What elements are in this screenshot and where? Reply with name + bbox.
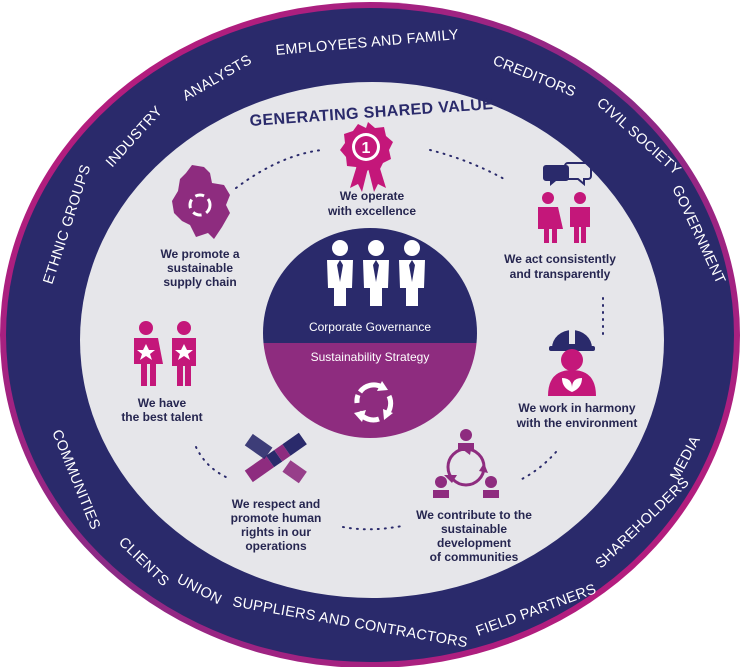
svg-text:We work in harmony: We work in harmony xyxy=(518,401,635,415)
strategy-label: Sustainability Strategy xyxy=(311,350,430,364)
recycle-arrows-icon xyxy=(354,381,394,423)
svg-text:We operate: We operate xyxy=(340,189,405,203)
talent-people-icon xyxy=(134,321,196,386)
pillar-consistent: We act consistently and transparently xyxy=(504,252,616,281)
svg-text:with the environment: with the environment xyxy=(516,416,638,430)
executives-icon xyxy=(327,240,425,306)
svg-text:We contribute to the: We contribute to the xyxy=(416,508,532,522)
svg-text:operations: operations xyxy=(245,539,307,553)
svg-text:rights in our: rights in our xyxy=(241,525,311,539)
svg-text:development: development xyxy=(437,536,511,550)
svg-text:We respect and: We respect and xyxy=(232,497,320,511)
svg-text:sustainable: sustainable xyxy=(167,261,233,275)
svg-text:We have: We have xyxy=(138,396,187,410)
pillar-environment: We work in harmony with the environment xyxy=(516,401,638,430)
pillar-rights: We respect and promote human rights in o… xyxy=(231,497,322,553)
svg-text:and transparently: and transparently xyxy=(510,267,611,281)
pillar-talent: We have the best talent xyxy=(121,396,202,424)
svg-text:with excellence: with excellence xyxy=(327,204,416,218)
worker-plant-icon xyxy=(548,328,596,396)
handshake-icon xyxy=(244,432,307,484)
community-cycle-icon xyxy=(433,429,499,498)
svg-text:of communities: of communities xyxy=(430,550,519,564)
pillar-supply: We promote a sustainable supply chain xyxy=(160,247,239,289)
svg-text:1: 1 xyxy=(362,140,371,157)
svg-text:We promote a: We promote a xyxy=(160,247,239,261)
svg-text:supply chain: supply chain xyxy=(163,275,236,289)
svg-text:the best talent: the best talent xyxy=(121,410,202,424)
dotted-connectors xyxy=(195,149,604,531)
people-talking-icon xyxy=(538,162,592,243)
colombia-map-icon xyxy=(172,165,230,239)
svg-text:promote human: promote human xyxy=(231,511,322,525)
svg-text:sustainable: sustainable xyxy=(441,522,507,536)
svg-text:We act consistently: We act consistently xyxy=(504,252,616,266)
medal-icon: 1 xyxy=(340,122,393,192)
governance-label: Corporate Governance xyxy=(309,320,431,334)
pillar-excellence: We operate with excellence xyxy=(327,189,416,218)
pillar-communities: We contribute to the sustainable develop… xyxy=(416,508,532,564)
